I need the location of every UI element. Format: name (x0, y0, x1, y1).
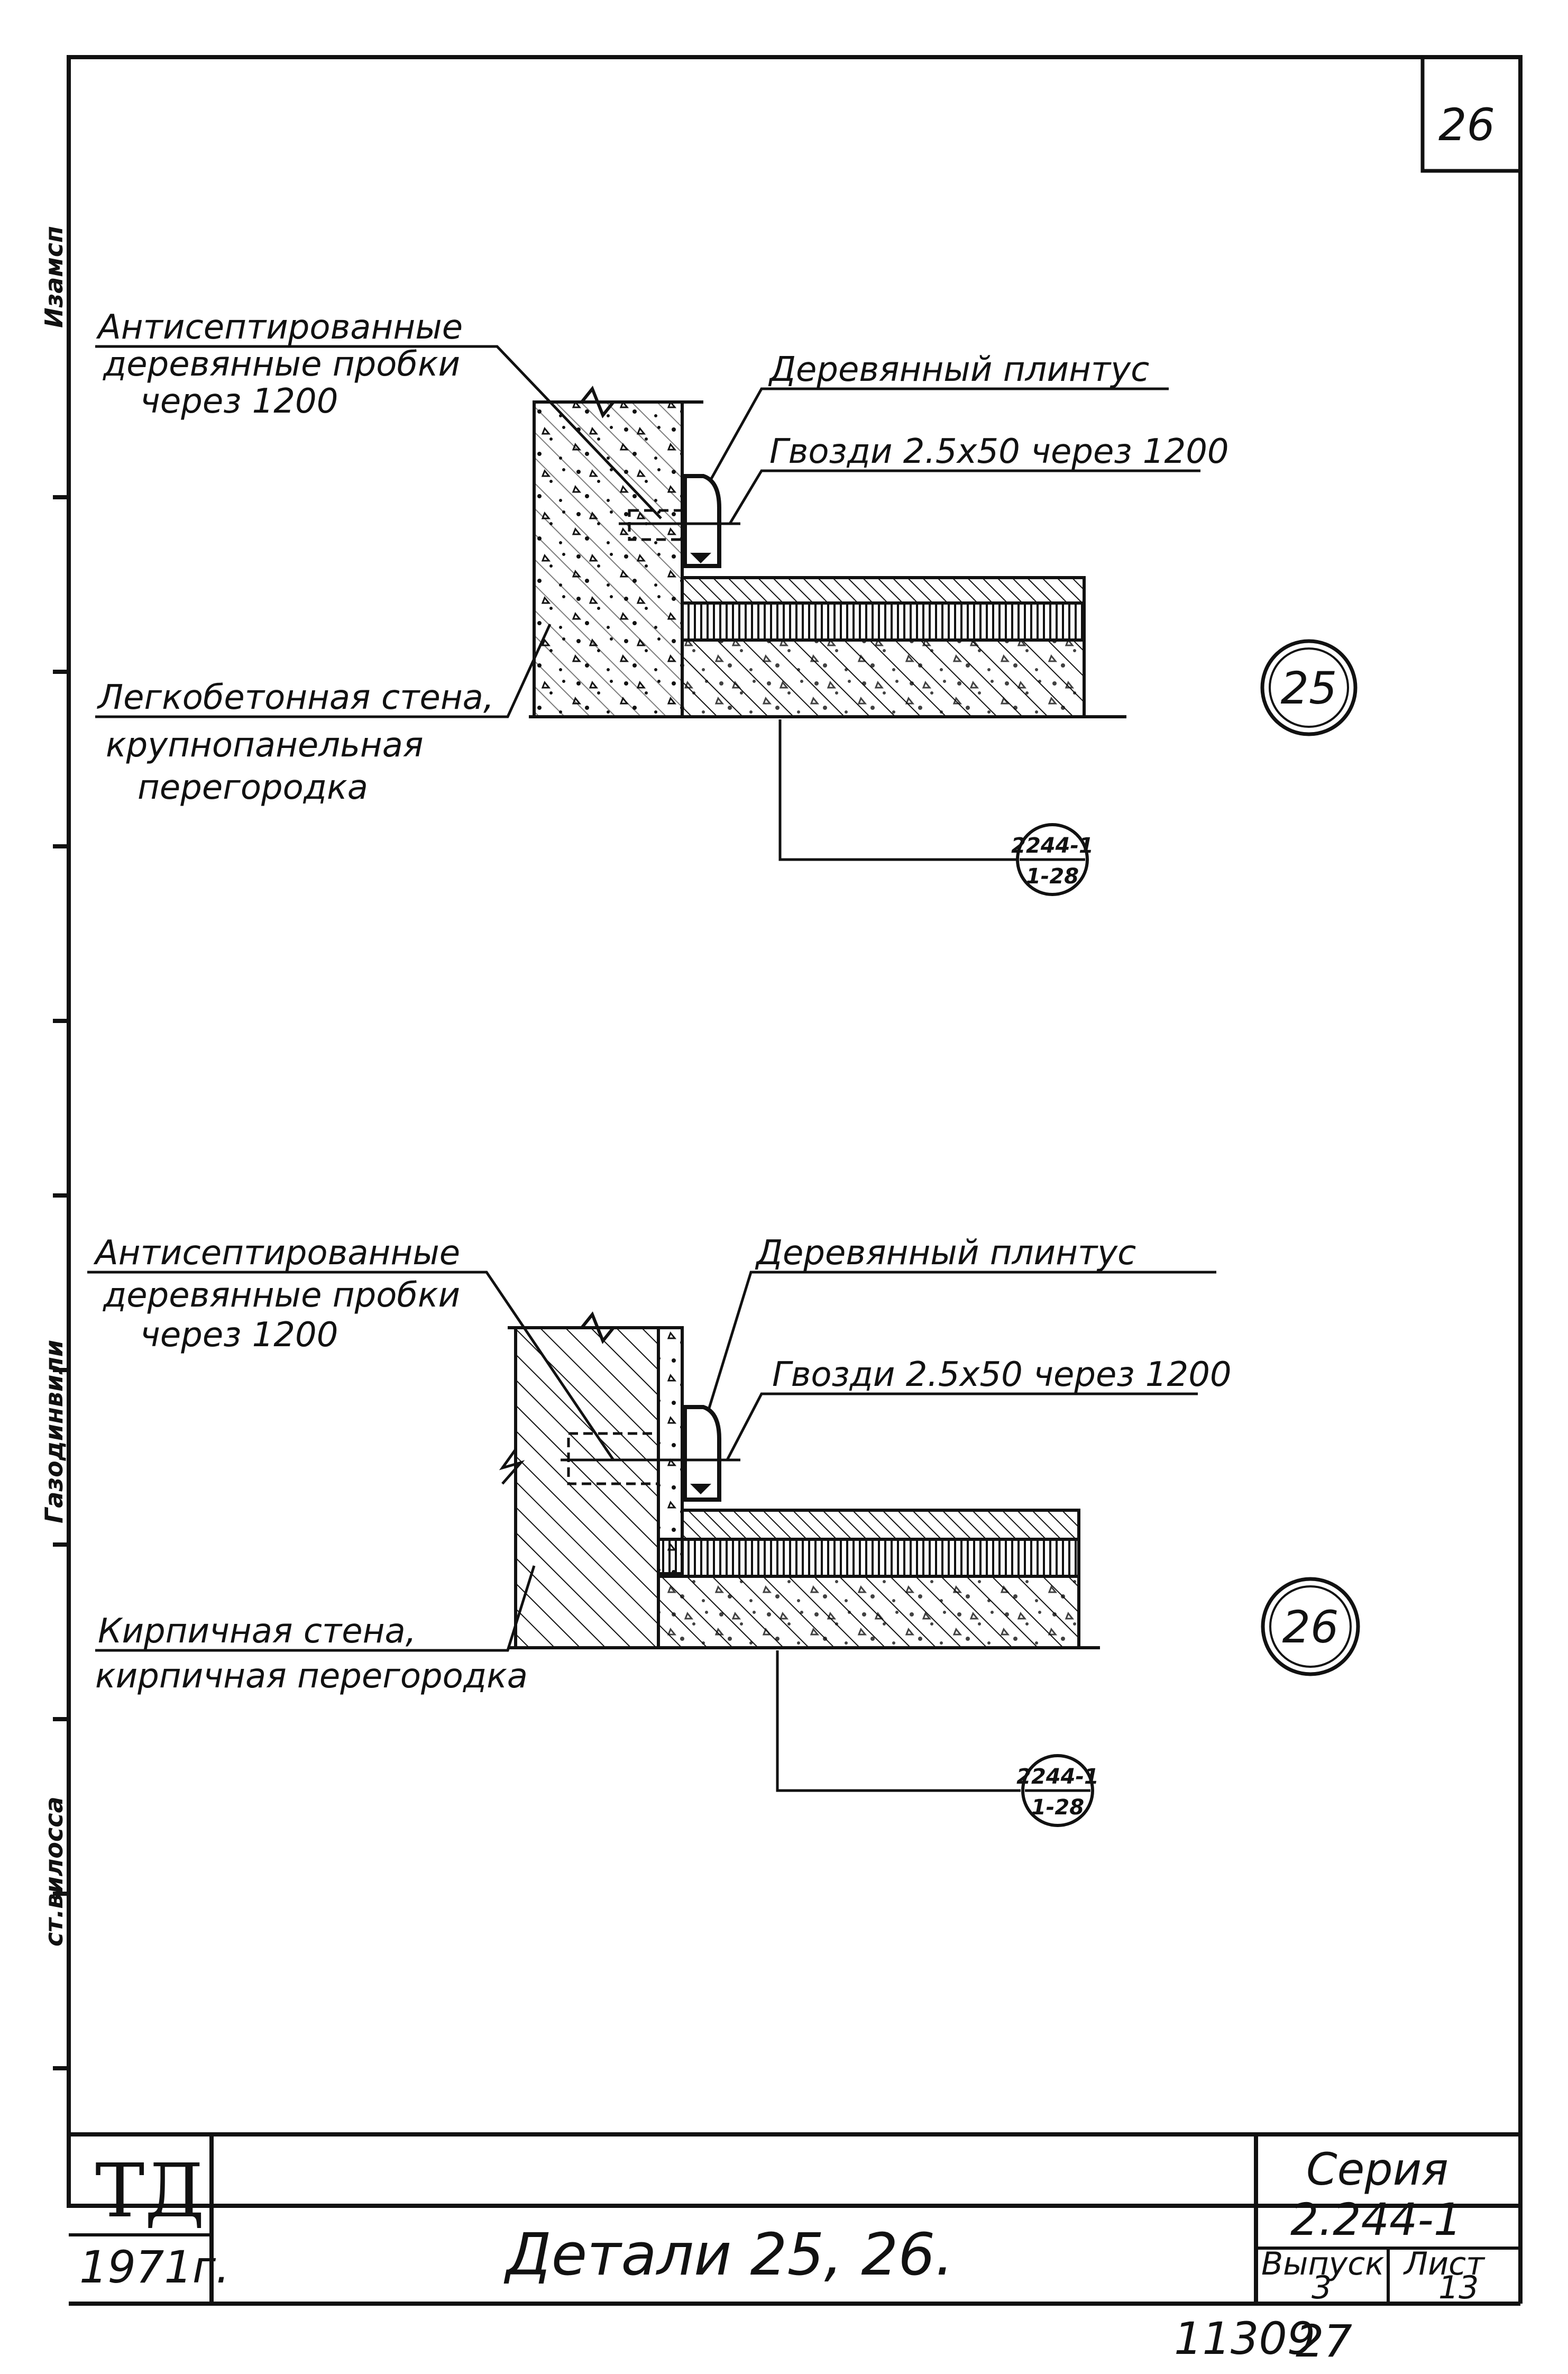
svg-text:1-28: 1-28 (1026, 864, 1079, 889)
detail-26-leader-plugs (87, 1271, 615, 1461)
detail-26-plaster (657, 1326, 684, 1575)
sheet-number-box (1420, 55, 1523, 173)
title-block-year: 1971г. (79, 2241, 230, 2293)
detail-25-leader-ref (778, 719, 1018, 861)
detail-25-baseboard (683, 474, 721, 568)
detail-26-underlay (657, 1538, 1080, 1578)
detail-25-label-plugs-2: деревянные пробки (103, 345, 460, 384)
detail-26-label-plugs-3: через 1200 (140, 1316, 338, 1355)
detail-26-label-baseboard: Деревянный плинтус (755, 1234, 1136, 1273)
sheet-frame (67, 55, 1523, 2208)
detail-26-baseboard (683, 1405, 721, 1502)
title-block-sheet-value: 13 (1438, 2269, 1479, 2306)
svg-text:1-28: 1-28 (1031, 1795, 1084, 1820)
detail-25-parquet (681, 576, 1086, 605)
detail-25-leader-baseboard (710, 387, 1169, 480)
side-strip-middle: Газодинвили (40, 1340, 68, 1523)
title-block-issue-label: Выпуск (1261, 2245, 1384, 2282)
detail-26-leader-ref (776, 1650, 1021, 1792)
title-block-sheet-label: Лист (1403, 2245, 1486, 2282)
detail-25-label-baseboard: Деревянный плинтус (768, 350, 1149, 389)
title-block-logo: ТД (95, 2148, 205, 2234)
binding-ticks (53, 495, 69, 2070)
detail-26-label-wall-2: кирпичная перегородка (95, 1657, 528, 1696)
detail-26-leader-baseboard (707, 1271, 1216, 1410)
title-block-title: Детали 25, 26. (503, 2221, 954, 2288)
detail-26-label-plugs-2: деревянные пробки (103, 1276, 460, 1315)
title-block-series-label: Серия (1306, 2143, 1448, 2195)
svg-text:2244-1: 2244-1 (1011, 834, 1094, 858)
detail-25-label-wall-3: перегородка (137, 768, 368, 807)
detail-26-label-wall-1: Кирпичная стена, (98, 1612, 416, 1651)
detail-25-underlay (681, 601, 1086, 642)
sheet-number: 26 (1438, 99, 1495, 151)
detail-26-reference: 2244-1 1-28 (1016, 1754, 1099, 1827)
archive-number: 11309 (1174, 2313, 1315, 2364)
side-strip-bottom: ст.вилосса (40, 1796, 68, 1947)
title-block-issue-value: 3 (1312, 2269, 1332, 2306)
detail-26-leader-wall (95, 1565, 536, 1652)
detail-26-wall (514, 1326, 660, 1649)
detail-25-marker: 25 (1260, 639, 1358, 736)
detail-26: Антисептированные деревянные пробки чере… (87, 1234, 1360, 1827)
detail-25-leader-plugs (95, 345, 662, 519)
side-strip-top: Изамсп (40, 226, 68, 328)
detail-26-marker: 26 (1261, 1577, 1360, 1676)
detail-26-label-plugs-1: Антисептированные (93, 1234, 460, 1273)
detail-25-leader-nails (728, 469, 1200, 525)
svg-text:2244-1: 2244-1 (1016, 1765, 1099, 1789)
detail-26-leader-nails (726, 1392, 1198, 1461)
detail-25-reference: 2244-1 1-28 (1011, 823, 1094, 896)
title-block: ТД 1971г. Детали 25, 26. Серия 2.244-1 В… (69, 2132, 1523, 2306)
detail-26-parquet (681, 1509, 1080, 1541)
svg-text:25: 25 (1281, 662, 1337, 714)
detail-25-label-wall-2: крупнопанельная (106, 726, 423, 765)
detail-25-label-plugs-1: Антисептированные (96, 308, 463, 347)
detail-25-label-plugs-3: через 1200 (140, 382, 338, 421)
detail-25-leader-wall (95, 623, 552, 718)
title-block-series-value: 2.244-1 (1290, 2194, 1462, 2245)
detail-26-label-nails: Гвозди 2.5x50 через 1200 (772, 1355, 1232, 1394)
detail-25-label-wall-1: Легкобетонная стена, (97, 678, 494, 717)
detail-25-label-nails: Гвозди 2.5x50 через 1200 (769, 432, 1229, 471)
detail-25: Антисептированные деревянные пробки чере… (95, 308, 1358, 896)
svg-text:26: 26 (1282, 1601, 1339, 1653)
archive-page: 27 (1296, 2315, 1352, 2367)
